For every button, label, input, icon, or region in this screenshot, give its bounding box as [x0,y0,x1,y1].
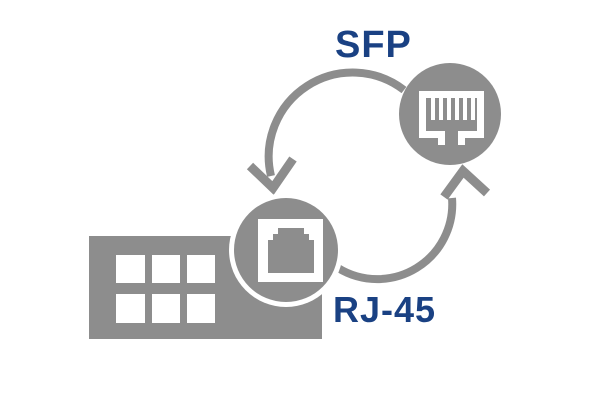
port-outline-left [419,91,426,138]
switch-port [116,255,145,283]
switch-port-grid [116,255,215,323]
port-pin [455,98,459,120]
rj45-label: RJ-45 [333,289,436,330]
sfp-port-node [399,63,501,165]
port-pin [431,98,435,120]
port-outline-right [477,91,484,138]
port-pin [439,98,443,120]
rj45-plug-icon [258,219,323,282]
switch-port [187,255,215,283]
swap-arrow-up-shaft [335,197,457,284]
swap-arrow-down-icon [246,68,407,195]
switch-port [116,294,145,323]
port-pin [447,98,451,120]
switch-port [187,294,215,323]
port-outline-bottom-right [458,131,484,138]
swap-arrow-down-head [246,156,297,195]
port-outline-top [419,91,484,98]
swap-arrow-up-icon [335,164,491,284]
rj45-plug-silhouette [268,228,314,273]
switch-port [152,255,180,283]
port-latch-wall-right [458,131,465,145]
sfp-label: SFP [335,24,412,66]
swap-arrow-up-head [440,164,491,200]
swap-arrow-down-shaft [264,68,407,177]
port-pin [463,98,467,120]
port-latch-wall-left [438,131,445,145]
port-pin [471,98,475,120]
port-pin-contacts [431,98,475,120]
switch-port [152,294,180,323]
port-outline-bottom-left [419,131,445,138]
ethernet-port-icon [419,91,484,145]
rj45-port-node [229,193,343,307]
